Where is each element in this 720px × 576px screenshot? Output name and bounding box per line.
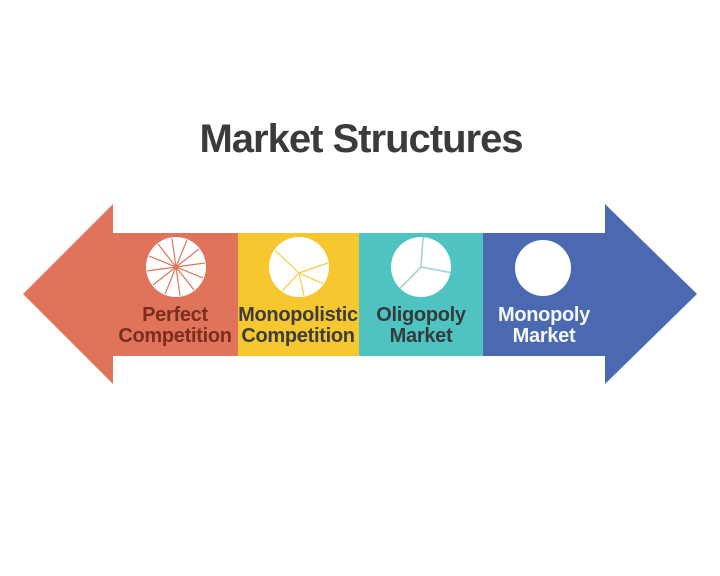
segment-labels: Perfect Competition Monopolistic Competi… [118,304,591,347]
pie-slice-lines [147,238,205,296]
monopolistic-competition-label-line1: Monopolistic [238,304,358,326]
monopoly-market-label-line2: Market [513,325,576,347]
perfect-competition-label-line1: Perfect [142,304,208,326]
monopolistic-competition-label-line2: Competition [241,325,354,347]
pie-six-slices-icon [269,237,329,297]
oligopoly-market-label-line2: Market [390,325,453,347]
monopoly-market-label-line1: Monopoly [498,304,591,326]
pie-slice-lines [274,249,328,296]
page-title: Market Structures [199,117,522,161]
pie-slice-lines [399,236,451,290]
pie-circle [269,237,329,297]
solid-circle-icon [515,240,571,296]
right-arrowhead [605,204,697,384]
left-arrowhead [23,204,113,384]
pie-three-slices-icon [391,236,451,297]
oligopoly-market-label-line1: Oligopoly [376,304,467,326]
pie-twelve-slices-icon [146,237,206,297]
perfect-competition-label-line2: Competition [118,325,231,347]
